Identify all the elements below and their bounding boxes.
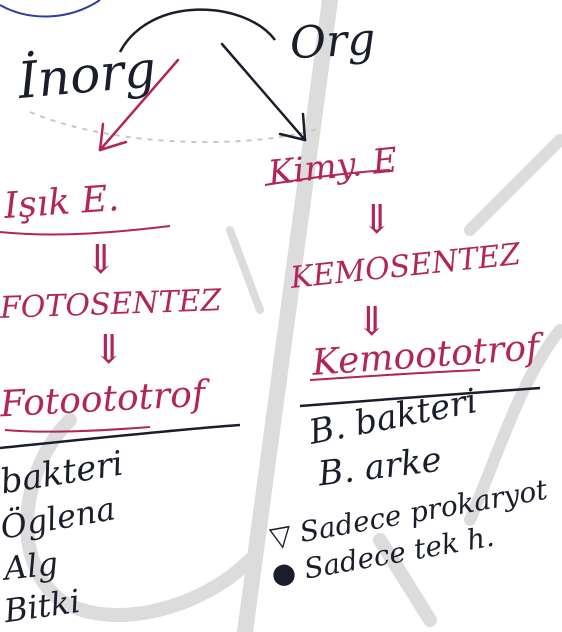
left-process-label: FOTOSENTEZ [0, 283, 223, 326]
left-energy-underline [0, 225, 171, 236]
watermark-stroke [237, 0, 338, 632]
watermark-stroke [226, 226, 264, 314]
left-energy-label: Işık E. [2, 178, 121, 227]
top-left-scribble [0, 0, 101, 18]
left-divider [0, 423, 241, 450]
right-down-arrow [220, 42, 307, 142]
watermark-stroke [373, 533, 437, 627]
left-example-4: Bitki [1, 581, 83, 631]
right-arrow-2: ⇓ [355, 299, 389, 345]
top-right-label: Org [288, 13, 377, 70]
right-energy-underline [264, 169, 391, 186]
right-result-underline [309, 369, 481, 381]
right-arrow-1: ⇓ [360, 197, 394, 243]
connector-arc [118, 8, 276, 53]
watermark-stroke [20, 413, 257, 622]
left-arrow-1: ⇓ [84, 237, 118, 283]
top-left-label: İnorg [15, 40, 159, 110]
left-down-arrow [98, 58, 180, 152]
dashed-curve [29, 111, 321, 144]
left-example-3: Alg [2, 544, 60, 588]
watermark [20, 0, 562, 632]
left-result-underline [4, 426, 151, 433]
left-arrow-2: ⇓ [92, 327, 126, 373]
watermark-stroke [464, 324, 562, 526]
right-divider [299, 386, 541, 408]
watermark-stroke [464, 134, 562, 236]
